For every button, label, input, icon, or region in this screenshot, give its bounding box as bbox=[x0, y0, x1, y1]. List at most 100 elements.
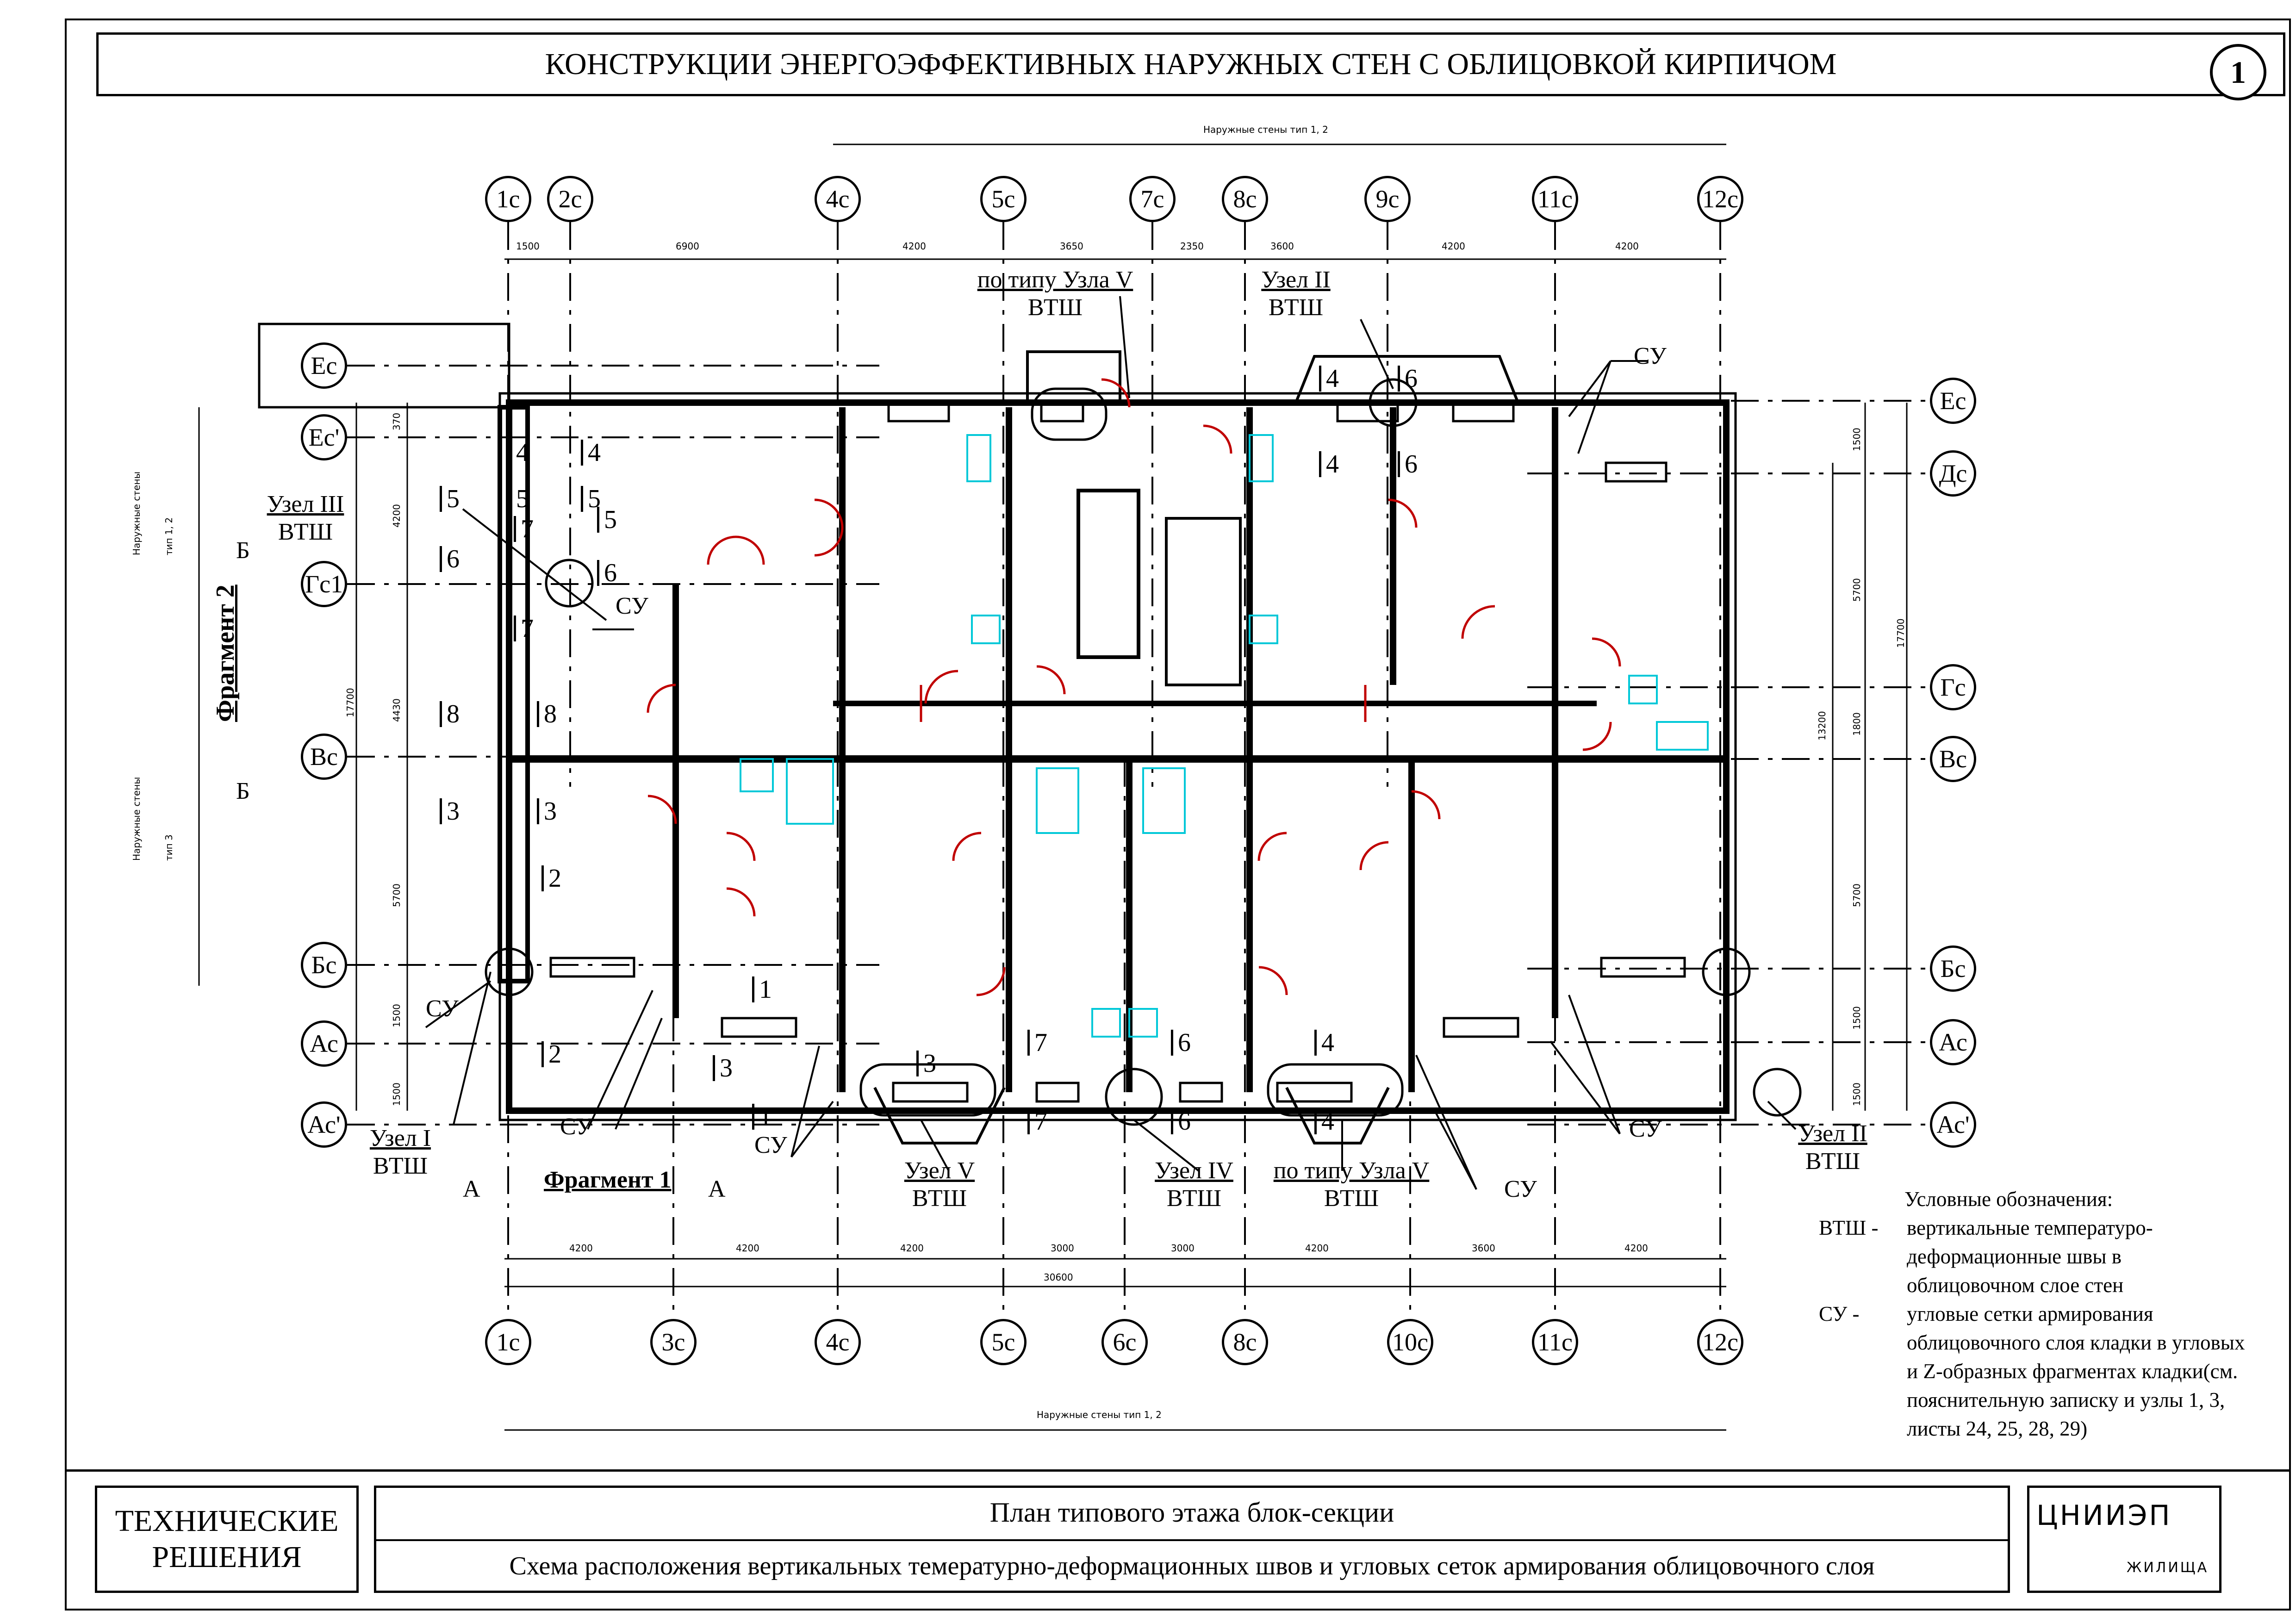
su-label: СУ bbox=[560, 1113, 593, 1140]
category-line1: ТЕХНИЧЕСКИЕ bbox=[115, 1504, 339, 1538]
legend-key-vtsh: ВТШ - bbox=[1819, 1216, 1879, 1239]
uzel-ii-right-label: Узел II ВТШ bbox=[1786, 1120, 1879, 1175]
axis-bubble-left: Ес' bbox=[301, 414, 347, 460]
axis-bubble-bottom: 12с bbox=[1697, 1319, 1743, 1365]
dimension-label: 3000 bbox=[1051, 1243, 1074, 1254]
section-mark: 6 bbox=[1171, 1030, 1191, 1056]
dimension-label: 3000 bbox=[1171, 1243, 1195, 1254]
dimension-label: 17700 bbox=[345, 688, 356, 717]
plumbing-fixtures bbox=[740, 434, 1709, 1038]
axis-bubble-right: Вс bbox=[1930, 736, 1976, 782]
section-mark: 4 bbox=[509, 440, 529, 466]
wall-type-top: Наружные стены тип 1, 2 bbox=[1203, 124, 1328, 135]
legend-title: Условные обозначения: bbox=[1904, 1188, 2113, 1211]
uzel-v-type-top-line2: ВТШ bbox=[1027, 294, 1083, 321]
cut-a-left: А bbox=[463, 1176, 480, 1202]
dimension-label: 1500 bbox=[516, 241, 540, 252]
uzel-ii-top-line1: Узел II bbox=[1261, 267, 1331, 293]
dimension-label: 3650 bbox=[1060, 241, 1083, 252]
dimension-label: 4200 bbox=[900, 1243, 924, 1254]
title-block-rule bbox=[65, 1469, 2291, 1472]
uzel-iv-label: Узел IV ВТШ bbox=[1148, 1157, 1240, 1213]
su-label: СУ bbox=[1634, 343, 1667, 369]
uzel-iv-line1: Узел IV bbox=[1155, 1157, 1233, 1184]
axis-bubble-top: 1с bbox=[485, 176, 531, 222]
axis-bubble-top: 5с bbox=[980, 176, 1027, 222]
section-mark: 3 bbox=[713, 1055, 733, 1081]
uzel-v-bottom-line2: ВТШ bbox=[912, 1185, 967, 1212]
section-mark: 1 bbox=[752, 976, 772, 1002]
uzel-v-type-bottom-line1: по типу Узла V bbox=[1273, 1157, 1430, 1184]
dimension-label: 4200 bbox=[391, 504, 402, 528]
dimension-label: 1500 bbox=[1851, 1082, 1862, 1106]
fragment-1-label: Фрагмент 1 bbox=[544, 1167, 672, 1193]
axis-bubble-right: Бс bbox=[1930, 945, 1976, 992]
axis-bubble-top: 4с bbox=[815, 176, 861, 222]
cut-b-bottom: Б bbox=[236, 778, 250, 804]
section-mark: 8 bbox=[537, 701, 557, 727]
section-mark: 6 bbox=[1171, 1108, 1191, 1134]
legend-text-su: угловые сетки армирования облицовочного … bbox=[1907, 1302, 2245, 1440]
legend-key-su: СУ - bbox=[1819, 1302, 1860, 1325]
axis-bubble-left: Ас' bbox=[301, 1101, 347, 1148]
sheet-frame bbox=[65, 19, 2291, 1611]
section-mark: 5 bbox=[597, 507, 617, 533]
uzel-v-type-bottom-line2: ВТШ bbox=[1324, 1185, 1379, 1212]
dimension-label: 2350 bbox=[1180, 241, 1204, 252]
section-mark: 6 bbox=[597, 560, 617, 586]
wall-type-left-lower-line1: Наружные стены bbox=[131, 777, 142, 861]
sheet-number-badge: 1 bbox=[2210, 44, 2266, 100]
axis-bubble-top: 11с bbox=[1532, 176, 1578, 222]
axis-bubble-top: 7с bbox=[1129, 176, 1176, 222]
category-line2: РЕШЕНИЯ bbox=[152, 1540, 302, 1574]
axis-bubble-bottom: 3с bbox=[650, 1319, 697, 1365]
title-block-org bbox=[2027, 1486, 2221, 1593]
section-mark: 4 bbox=[581, 440, 601, 466]
dimension-label: 1500 bbox=[1851, 1006, 1862, 1030]
dimension-label: 1500 bbox=[391, 1082, 402, 1106]
uzel-v-type-top-line1: по типу Узла V bbox=[977, 267, 1133, 293]
section-mark: 4 bbox=[1314, 1030, 1334, 1056]
section-mark: 7 bbox=[1027, 1108, 1047, 1134]
section-mark: 3 bbox=[537, 798, 557, 824]
uzel-i-line2: ВТШ bbox=[373, 1153, 428, 1179]
uzel-v-type-top-label: по типу Узла V ВТШ bbox=[972, 266, 1139, 322]
uzel-ii-right-line2: ВТШ bbox=[1805, 1148, 1860, 1175]
axis-bubble-right: Ас' bbox=[1930, 1101, 1976, 1148]
title-block-category: ТЕХНИЧЕСКИЕ РЕШЕНИЯ bbox=[95, 1486, 359, 1593]
axis-bubble-right: Дс bbox=[1930, 450, 1976, 497]
dimension-label: 1500 bbox=[1851, 428, 1862, 451]
axis-bubble-left: Бс bbox=[301, 942, 347, 988]
uzel-i-label: Узел I ВТШ bbox=[361, 1125, 440, 1180]
uzel-i-line1: Узел I bbox=[369, 1125, 431, 1151]
axis-bubble-bottom: 11с bbox=[1532, 1319, 1578, 1365]
sheet-title: КОНСТРУКЦИИ ЭНЕРГОЭФФЕКТИВНЫХ НАРУЖНЫХ С… bbox=[545, 47, 1837, 81]
dimension-label: 17700 bbox=[1895, 618, 1906, 648]
dimension-label: 4200 bbox=[569, 1243, 593, 1254]
uzel-iv-line2: ВТШ bbox=[1166, 1185, 1222, 1212]
su-label: СУ bbox=[616, 593, 648, 619]
dimension-label: 370 bbox=[391, 412, 402, 430]
wall-type-left-upper: Наружные стены тип 1, 2 bbox=[120, 472, 185, 555]
wall-type-left-lower: Наружные стены тип 3 bbox=[120, 777, 185, 861]
dimension-label: 5700 bbox=[1851, 578, 1862, 602]
section-mark: 4 bbox=[1314, 1108, 1334, 1134]
axis-bubble-bottom: 10с bbox=[1387, 1319, 1433, 1365]
axis-bubble-bottom: 8с bbox=[1222, 1319, 1268, 1365]
cut-b-top: Б bbox=[236, 537, 250, 564]
uzel-iii-line1: Узел III bbox=[267, 491, 344, 517]
axis-bubble-left: Вс bbox=[301, 734, 347, 780]
wall-type-left-upper-line2: тип 1, 2 bbox=[163, 517, 174, 555]
axis-bubble-top: 12с bbox=[1697, 176, 1743, 222]
leader-lines bbox=[425, 296, 1797, 1190]
section-mark: 7 bbox=[1027, 1030, 1047, 1056]
axis-bubble-right: Ас bbox=[1930, 1019, 1976, 1065]
dimension-label: 1800 bbox=[1851, 712, 1862, 736]
dimension-label: 13200 bbox=[1817, 711, 1828, 740]
uzel-v-bottom-label: Узел V ВТШ bbox=[893, 1157, 986, 1213]
node-markers bbox=[485, 378, 1802, 1126]
axis-bubble-left: Гс1 bbox=[301, 561, 347, 607]
su-label: СУ bbox=[1504, 1176, 1537, 1202]
axis-bubble-bottom: 5с bbox=[980, 1319, 1027, 1365]
